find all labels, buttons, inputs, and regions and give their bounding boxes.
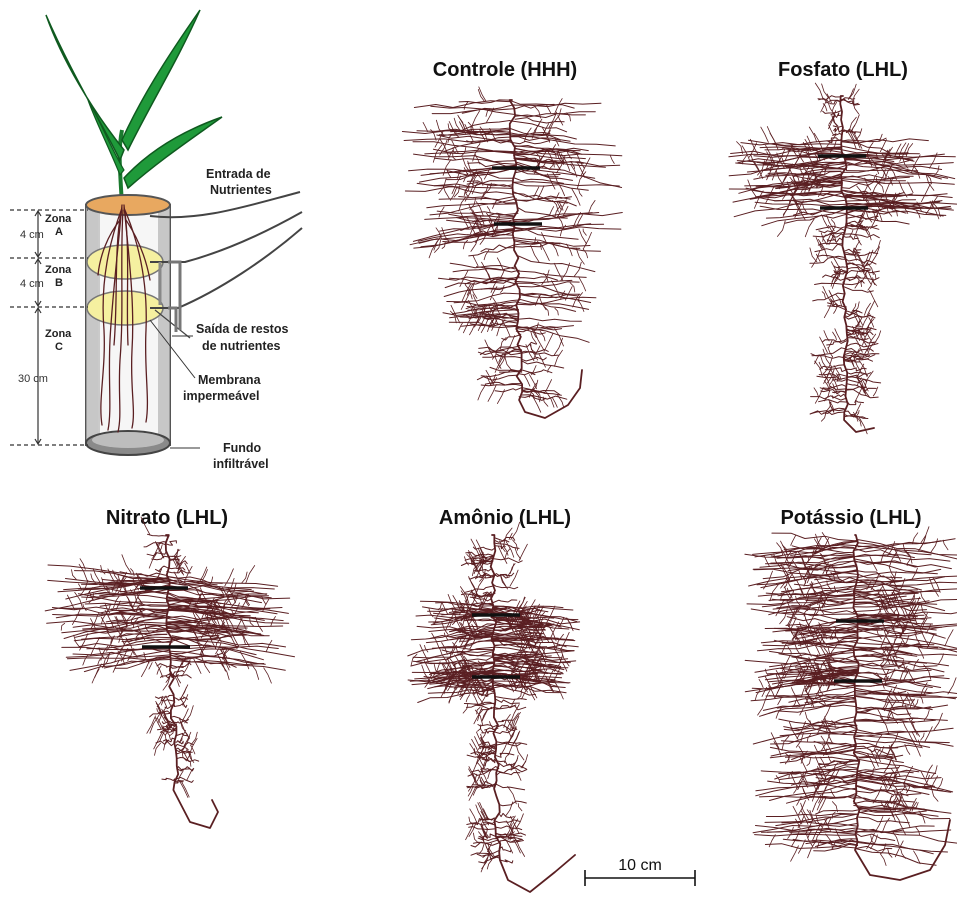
leaf: [46, 15, 124, 160]
leaf: [122, 10, 200, 150]
zona-a-label-2: A: [55, 226, 63, 238]
dim-b-label: 4 cm: [20, 278, 44, 290]
zona-a-label-1: Zona: [45, 213, 72, 225]
root-system-fosfato: [729, 83, 957, 434]
root-system-potassio: [745, 527, 957, 880]
dim-a-label: 4 cm: [20, 229, 44, 241]
fundo-label-1: Fundo: [223, 441, 262, 455]
nutrient-tubes: [150, 192, 302, 338]
root-system-nitrato: [45, 517, 294, 828]
panel-title-nitrato: Nitrato (LHL): [106, 507, 228, 529]
saida-label-1: Saída de restos: [196, 322, 288, 336]
membrana-label-2: impermeável: [183, 389, 259, 403]
dim-c-label: 30 cm: [18, 373, 48, 385]
scale-bar: 10 cm: [585, 857, 695, 886]
fundo-label-2: infiltrável: [213, 457, 269, 471]
growth-column-apparatus: Zona A 4 cm Zona B 4 cm Zona C 30 cm Ent…: [10, 10, 302, 471]
zona-c-label-1: Zona: [45, 328, 72, 340]
zona-c-label-2: C: [55, 341, 63, 353]
scale-bar-label: 10 cm: [618, 857, 662, 874]
entrada-label-2: Nutrientes: [210, 183, 272, 197]
panel-title-potassio: Potássio (LHL): [780, 507, 921, 529]
panel-title-amonio: Amônio (LHL): [439, 507, 571, 529]
saida-label-2: de nutrientes: [202, 339, 281, 353]
entrada-label-1: Entrada de: [206, 167, 271, 181]
plant-shoot: [46, 10, 222, 205]
panel-title-fosfato: Fosfato (LHL): [778, 59, 908, 81]
membrana-label-1: Membrana: [198, 373, 262, 387]
leaf: [88, 100, 124, 175]
zona-b-label-2: B: [55, 277, 63, 289]
root-system-amonio: [408, 522, 580, 892]
zona-b-label-1: Zona: [45, 264, 72, 276]
panel-title-controle: Controle (HHH): [433, 59, 577, 81]
root-system-controle: [402, 87, 622, 418]
